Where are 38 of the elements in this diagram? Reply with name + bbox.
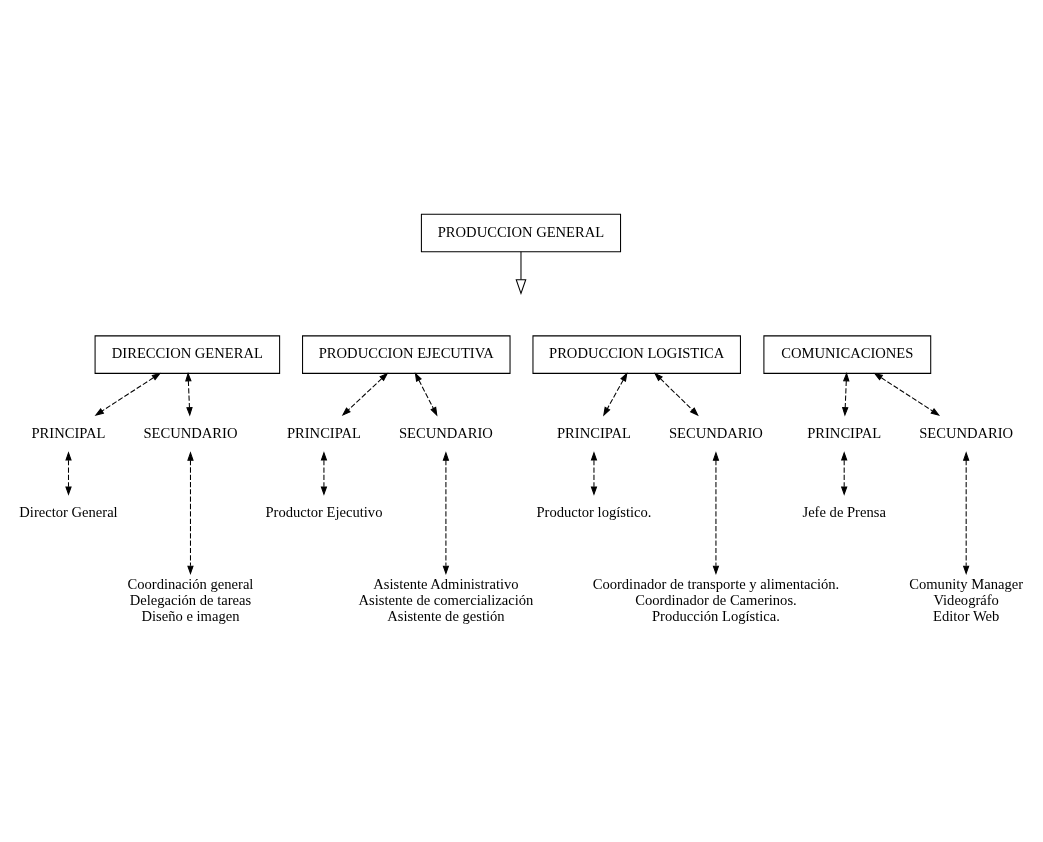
node-box: DIRECCION GENERAL [94, 334, 281, 374]
arrow [187, 450, 194, 575]
arrow [653, 371, 699, 416]
node-text: Jefe de Prensa [802, 503, 886, 520]
node-text: PRINCIPAL [31, 424, 106, 441]
arrow [94, 372, 162, 416]
arrow [414, 371, 438, 416]
node-text: PRINCIPAL [286, 424, 361, 441]
arrow [840, 450, 848, 496]
node-text: Coordinación general Delegación de tareas Diseño e imagen [127, 575, 254, 624]
arrow [515, 250, 527, 295]
node-text: Comunity Manager Videográfo Editor Web [909, 575, 1024, 624]
arrow [590, 450, 598, 496]
node-text: Productor Ejecutivo [265, 503, 383, 520]
arrow [320, 450, 328, 496]
node-text: SECUNDARIO [668, 424, 763, 441]
node-box: PRODUCCION EJECUTIVA [302, 334, 511, 374]
arrow [185, 371, 193, 417]
arrow [962, 450, 970, 575]
node-text: PRINCIPAL [807, 424, 882, 441]
node-text: Coordinador de transporte y alimentación. Coordinador de Camerinos. Producción Logística. [592, 575, 840, 624]
node-text: Productor logístico. [536, 503, 652, 520]
arrow [65, 450, 72, 496]
arrow [341, 372, 389, 416]
node-box: PRODUCCION LOGISTICA [532, 334, 741, 374]
arrow [712, 450, 720, 575]
arrow [603, 371, 628, 416]
node-box: PRODUCCION GENERAL [420, 213, 622, 252]
node-text: PRINCIPAL [556, 424, 631, 441]
arrow [442, 450, 450, 575]
arrow [873, 372, 941, 416]
node-text: SECUNDARIO [143, 424, 238, 441]
node-text: SECUNDARIO [398, 424, 493, 441]
node-text: Director General [19, 503, 118, 520]
arrow [841, 371, 850, 417]
node-text: SECUNDARIO [919, 424, 1014, 441]
node-text: Asistente Administrativo Asistente de comercialización Asistente de gestión [358, 575, 534, 624]
node-box: COMUNICACIONES [763, 334, 932, 374]
